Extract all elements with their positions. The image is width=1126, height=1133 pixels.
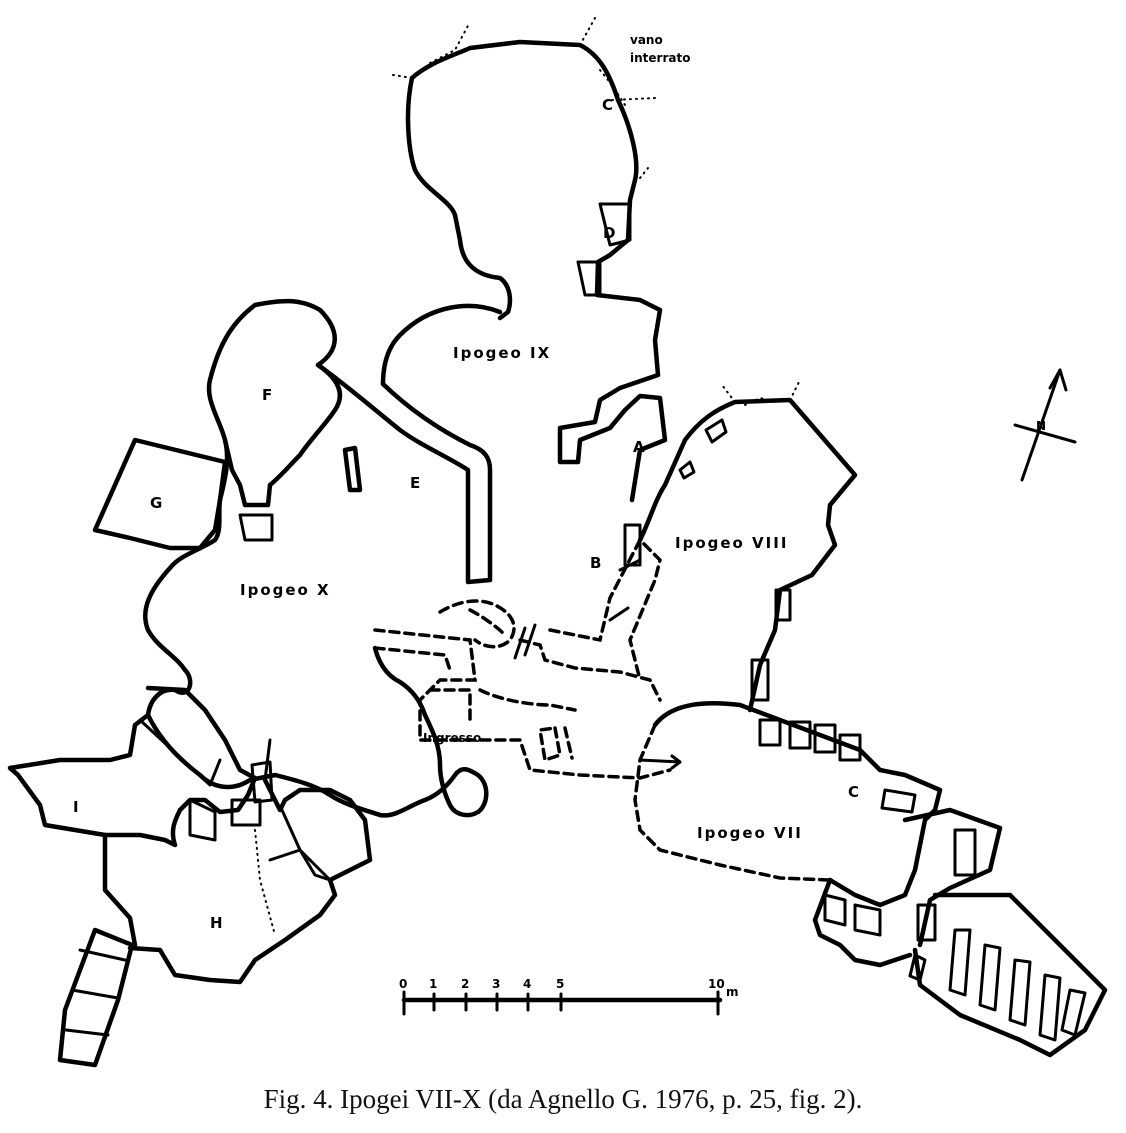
label-ipogeo-viii: Ipogeo VIII <box>675 534 788 552</box>
scale-bar: 0 1 2 3 4 5 10 m <box>399 977 739 1016</box>
rooms-i-h-outline <box>7 685 373 1068</box>
room-g-outline <box>92 437 228 551</box>
label-vano: vano <box>630 33 663 47</box>
scale-label: 4 <box>523 977 531 991</box>
label-room-h: H <box>210 914 224 932</box>
ipogeo-vii-outline <box>633 700 1108 1058</box>
label-ipogeo-vii: Ipogeo VII <box>697 824 803 842</box>
scale-label: 3 <box>492 977 500 991</box>
label-room-c-top: C <box>602 96 614 114</box>
scale-label: 10 <box>708 977 725 991</box>
label-room-i: I <box>73 798 80 816</box>
ingresso-passages <box>373 537 682 780</box>
label-room-d: D <box>603 224 616 242</box>
scale-label: 1 <box>429 977 437 991</box>
label-room-b: B <box>590 554 602 572</box>
label-ipogeo-x: Ipogeo X <box>240 581 331 599</box>
scale-label: 5 <box>556 977 564 991</box>
scale-unit: m <box>726 985 739 999</box>
north-arrow-icon: N <box>1013 368 1077 482</box>
ipogeo-viii-outline <box>623 379 858 713</box>
scale-label: 0 <box>399 977 407 991</box>
site-plan: Ipogeo IX Ipogeo X Ipogeo VIII Ipogeo VI… <box>7 17 1108 1068</box>
label-ipogeo-ix: Ipogeo IX <box>453 344 551 362</box>
figure-caption: Fig. 4. Ipogei VII-X (da Agnello G. 1976… <box>263 1084 863 1114</box>
label-room-c-vii: C <box>848 783 860 801</box>
label-room-e: E <box>410 474 421 492</box>
label-room-g: G <box>150 494 163 512</box>
label-interrato: interrato <box>630 51 690 65</box>
label-room-a: A <box>633 438 646 456</box>
scale-label: 2 <box>461 977 469 991</box>
north-arrow-letter: N <box>1036 419 1046 433</box>
label-room-f: F <box>262 386 273 404</box>
label-ingresso: Ingresso <box>423 731 481 745</box>
ipogeo-ix-outline <box>380 17 668 503</box>
